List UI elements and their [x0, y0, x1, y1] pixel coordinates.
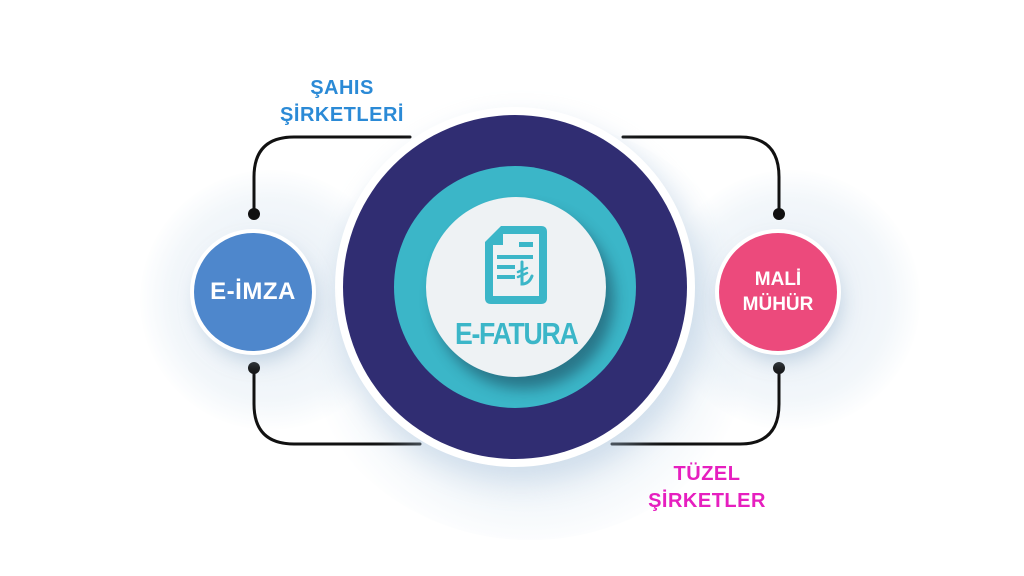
connector-bottom-right: [610, 366, 781, 446]
tuzel-label-line2: ŞİRKETLER: [648, 490, 766, 512]
connector-dot-top-left: [248, 208, 260, 220]
connector-top-left: [252, 135, 412, 216]
sahis-label-line1: ŞAHIS: [310, 77, 374, 99]
invoice-document-lira-icon: [485, 226, 547, 304]
node-mali-muhur: MALİ MÜHÜR: [719, 233, 837, 351]
connector-dot-top-right: [773, 208, 785, 220]
connector-bottom-left: [252, 366, 422, 446]
e-fatura-core: E-FATURA: [426, 197, 606, 377]
connector-top-right: [621, 135, 781, 216]
label-sahis-sirketleri: ŞAHIS ŞİRKETLERİ: [262, 75, 422, 129]
sahis-label-line2: ŞİRKETLERİ: [280, 104, 404, 126]
connector-dot-bottom-right: [773, 362, 785, 374]
connector-dot-bottom-left: [248, 362, 260, 374]
e-fatura-label: E-FATURA: [454, 316, 579, 351]
mali-muhur-label-line1: MALİ: [754, 269, 802, 290]
mali-muhur-label-line2: MÜHÜR: [742, 294, 814, 315]
e-imza-label: E-İMZA: [210, 278, 296, 305]
label-tuzel-sirketler: TÜZEL ŞİRKETLER: [612, 461, 802, 515]
node-e-imza: E-İMZA: [194, 233, 312, 351]
tuzel-label-line1: TÜZEL: [673, 463, 741, 485]
